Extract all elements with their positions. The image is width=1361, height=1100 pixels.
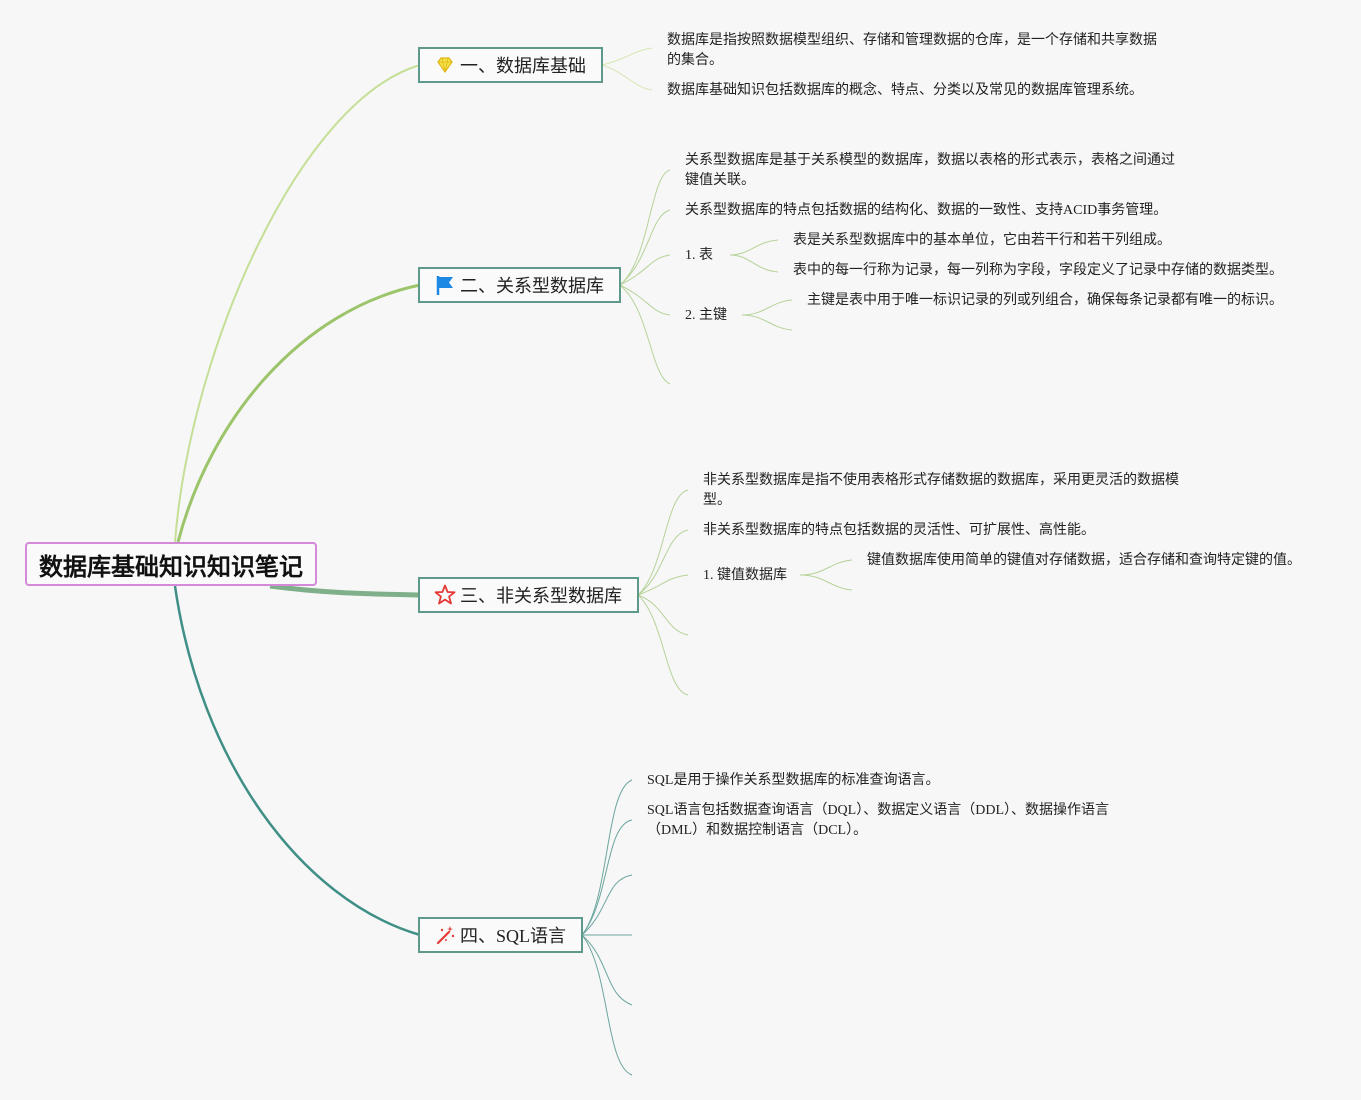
root-title: 数据库基础知识知识笔记 (39, 553, 303, 581)
topic-label: 一、数据库基础 (460, 56, 586, 76)
note: 表中的每一行称为记录，每一列称为字段，字段定义了记录中存储的数据类型。 (793, 263, 1283, 278)
note: SQL是用于操作关系型数据库的标准查询语言。 (647, 773, 940, 788)
topic-label: 四、SQL语言 (460, 926, 567, 946)
subtopic-key-value-db[interactable]: 1. 键值数据库 (703, 568, 787, 583)
topic-sql-language[interactable]: 四、SQL语言 (418, 917, 583, 953)
topic-nonrelational-db[interactable]: 三、非关系型数据库 (418, 577, 639, 613)
note: 数据库基础知识包括数据库的概念、特点、分类以及常见的数据库管理系统。 (667, 83, 1143, 98)
note: 非关系型数据库是指不使用表格形式存储数据的数据库，采用更灵活的数据模型。 (703, 473, 1179, 508)
note: SQL语言包括数据查询语言（DQL）、数据定义语言（DDL）、数据操作语言（DM… (647, 803, 1109, 838)
topic-relational-db[interactable]: 二、关系型数据库 (418, 267, 621, 303)
branch-line-3 (269, 583, 421, 598)
subtopic-primary-key[interactable]: 2. 主键 (685, 308, 727, 323)
topic-label: 三、非关系型数据库 (460, 586, 622, 606)
diamond-icon (434, 54, 456, 76)
note: 关系型数据库的特点包括数据的结构化、数据的一致性、支持ACID事务管理。 (685, 203, 1168, 218)
note: 表是关系型数据库中的基本单位，它由若干行和若干列组成。 (793, 233, 1171, 248)
branch-line-4 (173, 585, 421, 937)
magic-wand-icon (434, 924, 456, 946)
note: 关系型数据库是基于关系模型的数据库，数据以表格的形式表示，表格之间通过键值关联。 (685, 153, 1175, 188)
flag-icon (434, 274, 456, 296)
note: 数据库是指按照数据模型组织、存储和管理数据的仓库，是一个存储和共享数据的集合。 (667, 33, 1157, 68)
subtopic-table[interactable]: 1. 表 (685, 248, 713, 263)
branch-line-1 (174, 64, 421, 543)
note: 主键是表中用于唯一标识记录的列或列组合，确保每条记录都有唯一的标识。 (807, 293, 1283, 308)
note: 键值数据库使用简单的键值对存储数据，适合存储和查询特定键的值。 (867, 553, 1301, 568)
root-topic[interactable]: 数据库基础知识知识笔记 (25, 542, 317, 586)
topic-label: 二、关系型数据库 (460, 276, 604, 296)
star-icon (434, 584, 456, 606)
topic-database-basics[interactable]: 一、数据库基础 (418, 47, 603, 83)
note: 非关系型数据库的特点包括数据的灵活性、可扩展性、高性能。 (703, 523, 1095, 538)
branch-line-2 (176, 283, 421, 543)
